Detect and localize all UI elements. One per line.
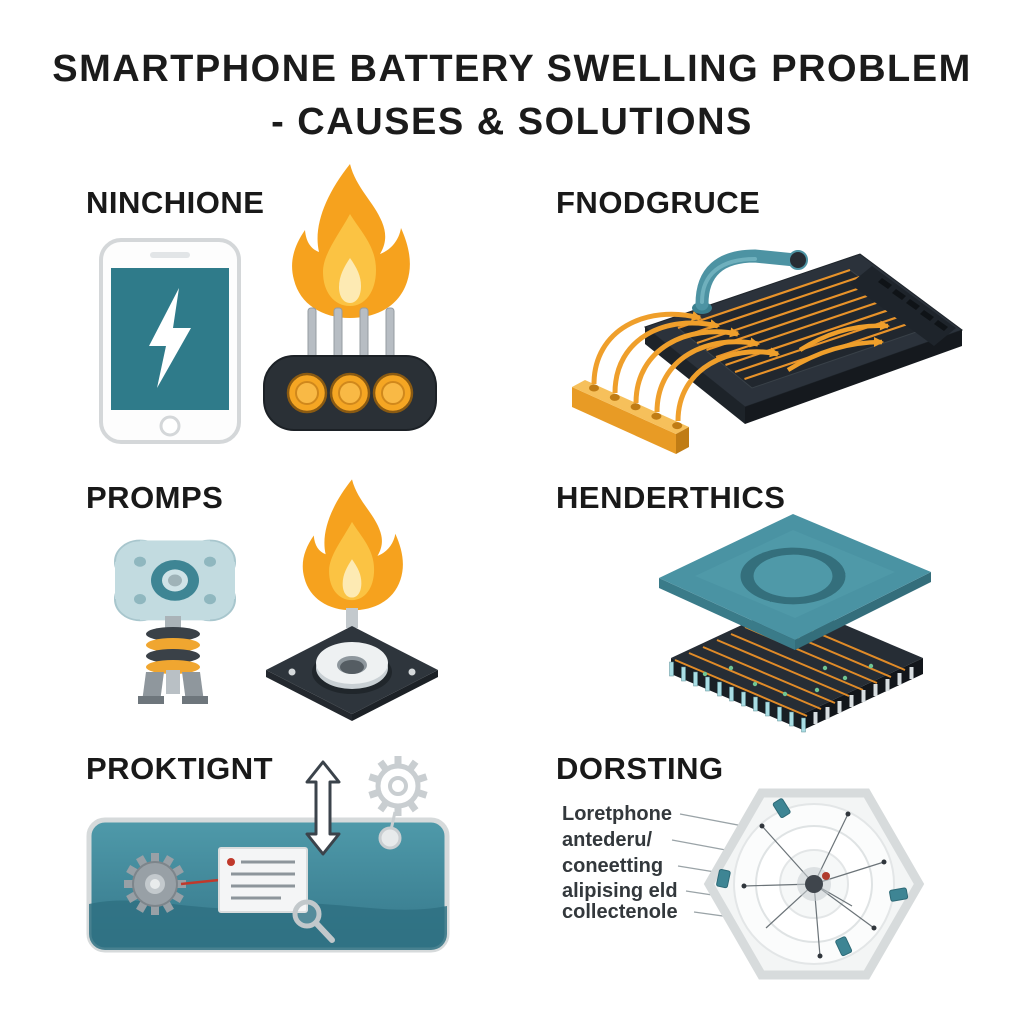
section-heading-promps: PROMPS: [86, 480, 224, 515]
hotplate: [266, 626, 438, 721]
burner-prongs: [307, 307, 395, 361]
section-heading-ninchione: NINCHIONE: [86, 185, 265, 220]
component-chips: [716, 798, 909, 957]
diagram-label: alipising eld: [562, 880, 678, 902]
diagram-label: collectenole: [562, 901, 678, 923]
flange-spring-icon: [114, 539, 236, 704]
node-dots: [741, 811, 887, 959]
teal-pipe: [692, 249, 808, 314]
diagram-labels: Loretphone antederu/ coneetting alipisin…: [562, 803, 678, 923]
title-line-2: - CAUSES & SOLUTIONS: [271, 100, 753, 143]
spring-coil: [146, 627, 200, 674]
section-heading-proktignt: PROKTIGNT: [86, 751, 274, 786]
orange-wires: [591, 311, 780, 422]
gear-outline-icon: [368, 756, 428, 816]
diagram-label: coneetting: [562, 855, 663, 877]
recycle-arrows-icon: [740, 547, 846, 605]
inspection-panel-icon: [86, 756, 450, 953]
board-dots: [702, 663, 874, 697]
flange-legs: [138, 670, 208, 704]
gear-icon: [124, 853, 186, 915]
phone-home-button: [159, 415, 181, 437]
section-heading-dorsting: DORSTING: [556, 751, 724, 786]
phone-speaker: [150, 252, 190, 258]
board-edge-block: [850, 266, 956, 346]
flange-shaft: [165, 616, 181, 630]
smartphone-icon: [99, 238, 241, 444]
probe-pin-icon: [378, 811, 402, 850]
board-flow-arrows: [786, 320, 890, 372]
burner-body: [263, 355, 437, 431]
section-heading-fnodgruce: FNODGRUCE: [556, 185, 761, 220]
hexagon-diagram-icon: Loretphone antederu/ coneetting alipisin…: [562, 788, 925, 980]
title-line-1: SMARTPHONE BATTERY SWELLING PROBLEM: [52, 48, 972, 90]
panel-wave: [89, 900, 447, 950]
diagram-center: [805, 875, 823, 893]
flame-icon: [302, 479, 403, 611]
flame-hotplate-icon: [266, 479, 438, 721]
page-title: SMARTPHONE BATTERY SWELLING PROBLEM - CA…: [0, 46, 1024, 146]
report-document: [218, 847, 308, 913]
chip-pins-right: [813, 667, 914, 724]
pointer-line: [180, 878, 220, 886]
chip-bottom-board: [669, 602, 923, 733]
diagram-label: Loretphone: [562, 803, 672, 825]
magnifier-icon: [292, 899, 335, 943]
edge-slots: [878, 278, 948, 331]
up-down-arrow-icon: [305, 760, 341, 856]
lightning-bolt-icon: [149, 288, 191, 388]
flame-burner-icon: [263, 164, 437, 431]
flange-top: [114, 539, 236, 622]
orange-connector-bar: [572, 380, 689, 454]
chip-pins-left: [669, 661, 806, 733]
flame-icon: [292, 164, 410, 318]
circuit-board-icon: [572, 249, 964, 454]
chip-top-plate: [659, 514, 931, 650]
red-marker-dot: [822, 872, 830, 880]
diagram-label: antederu/: [562, 829, 652, 851]
exploded-chip-icon: [659, 514, 931, 733]
section-heading-henderthics: HENDERTHICS: [556, 480, 786, 515]
burner-nozzle: [346, 608, 358, 628]
